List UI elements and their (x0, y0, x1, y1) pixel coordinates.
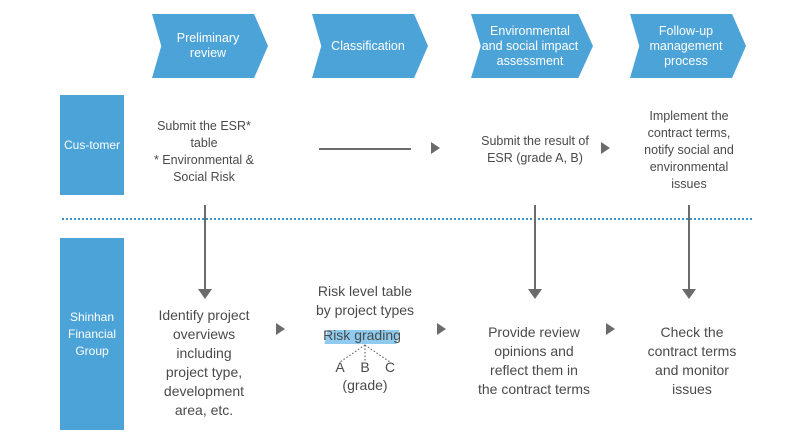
row-header-customer: Cus-tomer (60, 95, 124, 195)
row-header-label: Shinhan Financial Group (67, 309, 117, 358)
grade-a: A (335, 359, 345, 375)
stage-environmental-social-impact-assessment: Environmental and social impact assessme… (471, 14, 593, 78)
grade-note: (grade) (342, 377, 388, 393)
grade-b: B (360, 359, 370, 375)
stage-label: Follow-up management process (649, 23, 723, 68)
row-divider (62, 218, 752, 220)
submit-result-text: Submit the result of ESR (grade A, B) (481, 134, 589, 165)
risk-grading-label: Risk grading (323, 327, 401, 343)
stage-label: Classification (331, 38, 405, 53)
arrow-down-icon (528, 289, 542, 299)
arrow-down-icon (198, 289, 212, 299)
down-connector (534, 205, 536, 291)
provide-review-text: Provide review opinions and reflect them… (477, 324, 591, 397)
grade-branch-lines (339, 344, 391, 363)
risk-level-table-text: Risk level table by project types (315, 283, 415, 318)
identify-project-text: Identify project overviews including pro… (158, 307, 250, 418)
implement-contract-text: Implement the contract terms, notify soc… (644, 109, 734, 191)
grade-c: C (384, 359, 396, 375)
stage-follow-up-management: Follow-up management process (630, 14, 746, 78)
classification-connector-line (319, 148, 411, 150)
arrow-right-icon (431, 142, 440, 154)
row-header-label: Cus-tomer (63, 137, 120, 152)
arrow-right-icon (276, 323, 285, 335)
arrow-down-icon (682, 289, 696, 299)
arrow-right-icon (437, 323, 446, 335)
stage-label: Preliminary review (176, 31, 240, 60)
submit-esr-text: Submit the ESR* table * Environmental & … (153, 119, 255, 184)
down-connector (204, 205, 206, 291)
row-header-shinhan: Shinhan Financial Group (60, 238, 124, 430)
stage-label: Environmental and social impact assessme… (481, 23, 579, 68)
arrow-right-icon (601, 142, 610, 154)
down-connector (688, 205, 690, 291)
check-contract-text: Check the contract terms and monitor iss… (647, 324, 737, 397)
stage-classification: Classification (312, 14, 428, 78)
arrow-right-icon (606, 323, 615, 335)
stage-preliminary-review: Preliminary review (152, 14, 268, 78)
